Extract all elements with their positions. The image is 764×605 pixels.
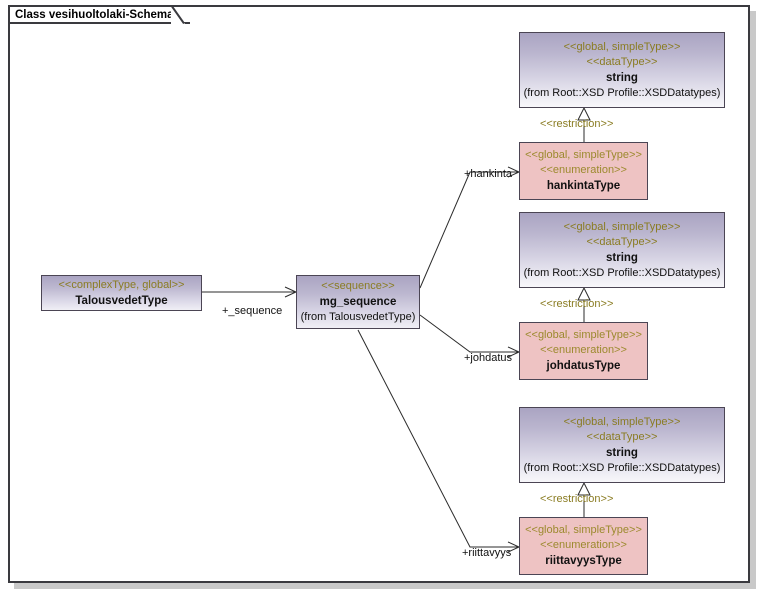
edge-label-hankinta: +hankinta bbox=[464, 168, 513, 180]
stereotype-global-simpletype: <<global, simpleType>> bbox=[563, 220, 681, 233]
class-name-string-top: string bbox=[606, 71, 638, 84]
edge-label-johdatus: +johdatus bbox=[464, 352, 513, 364]
stereotype-enumeration: <<enumeration>> bbox=[540, 164, 627, 176]
class-name-johdatustype: johdatusType bbox=[546, 360, 621, 372]
stereotype-global-simpletype: <<global, simpleType>> bbox=[563, 415, 681, 428]
stereotype-global-simpletype: <<global, simpleType>> bbox=[525, 524, 642, 536]
class-node-hankintatype[interactable]: <<global, simpleType>> <<enumeration>> h… bbox=[519, 142, 648, 200]
class-node-riittavyystype[interactable]: <<global, simpleType>> <<enumeration>> r… bbox=[519, 517, 648, 575]
stereotype-sequence: <<sequence>> bbox=[321, 280, 395, 292]
edge-label-restriction-middle: <<restriction>> bbox=[540, 298, 614, 310]
class-name-mg-sequence: mg_sequence bbox=[319, 296, 397, 308]
class-node-talousvedettype[interactable]: <<complexType, global>> TalousvedetType bbox=[41, 275, 202, 311]
diagram-title-label: Class vesihuoltolaki-Schema bbox=[15, 8, 174, 21]
class-node-johdatustype[interactable]: <<global, simpleType>> <<enumeration>> j… bbox=[519, 322, 648, 380]
class-from-string-bottom: (from Root::XSD Profile::XSDDatatypes) bbox=[523, 461, 721, 474]
stereotype-enumeration: <<enumeration>> bbox=[540, 344, 627, 356]
class-node-string-top[interactable]: <<global, simpleType>> <<dataType>> stri… bbox=[519, 32, 725, 108]
class-from-string-top: (from Root::XSD Profile::XSDDatatypes) bbox=[523, 86, 721, 99]
class-node-string-middle[interactable]: <<global, simpleType>> <<dataType>> stri… bbox=[519, 212, 725, 288]
class-node-mg-sequence[interactable]: <<sequence>> mg_sequence (from Talousved… bbox=[296, 275, 420, 329]
edge-label-sequence: +_sequence bbox=[222, 305, 283, 317]
class-name-talousvedettype: TalousvedetType bbox=[75, 294, 168, 307]
class-name-string-middle: string bbox=[606, 251, 638, 264]
diagram-title-tab[interactable]: Class vesihuoltolaki-Schema bbox=[8, 5, 190, 24]
class-from-string-middle: (from Root::XSD Profile::XSDDatatypes) bbox=[523, 266, 721, 279]
class-name-string-bottom: string bbox=[606, 446, 638, 459]
class-node-string-bottom[interactable]: <<global, simpleType>> <<dataType>> stri… bbox=[519, 407, 725, 483]
edge-label-restriction-bottom: <<restriction>> bbox=[540, 493, 614, 505]
stereotype-global-simpletype: <<global, simpleType>> bbox=[525, 149, 642, 161]
stereotype-complextype-global: <<complexType, global>> bbox=[58, 278, 185, 291]
class-from-mg-sequence: (from TalousvedetType) bbox=[300, 311, 416, 323]
edge-label-riittavyys: +riittavyys bbox=[462, 547, 512, 559]
stereotype-global-simpletype: <<global, simpleType>> bbox=[563, 40, 681, 53]
stereotype-datatype: <<dataType>> bbox=[586, 55, 658, 68]
stereotype-datatype: <<dataType>> bbox=[586, 235, 658, 248]
class-name-riittavyystype: riittavyysType bbox=[545, 555, 622, 567]
stereotype-datatype: <<dataType>> bbox=[586, 430, 658, 443]
edge-label-restriction-top: <<restriction>> bbox=[540, 118, 614, 130]
stereotype-enumeration: <<enumeration>> bbox=[540, 539, 627, 551]
class-name-hankintatype: hankintaType bbox=[546, 180, 621, 192]
stereotype-global-simpletype: <<global, simpleType>> bbox=[525, 329, 642, 341]
